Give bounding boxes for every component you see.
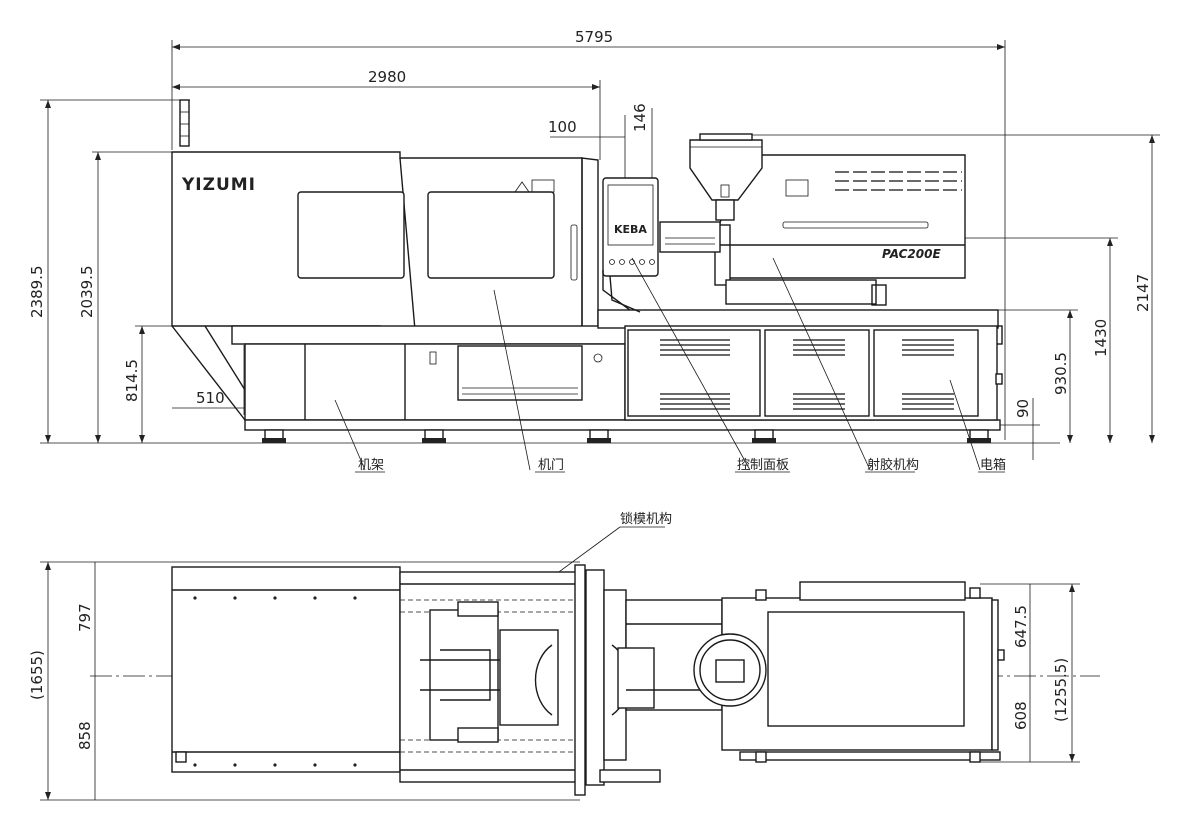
dim-front-offset: 510 [196,389,225,407]
label-frame: 机架 [358,458,384,473]
control-panel: KEBA [602,177,659,313]
dimension-front-offset: 510 [172,345,245,415]
side-view: 5795 2980 100 146 2389.5 [28,28,1160,473]
dim-door-height: 2039.5 [78,266,96,319]
injection-unit: PAC200E [659,133,966,306]
top-clamp-guard [171,566,401,773]
dimension-100: 100 [548,115,626,180]
dim-top-width: (1655) [28,650,46,700]
yizumi-logo: YIZUMI [181,175,256,195]
dim-base-height: 814.5 [123,359,141,402]
hopper [689,139,763,201]
injection-vents [835,171,962,191]
dim-top-upper: 797 [76,603,94,632]
clamp-guard: YIZUMI [171,151,599,331]
vent-grilles [660,339,954,410]
dimension-overall-length: 5795 [171,28,1006,440]
dim-foot-height: 90 [1014,399,1032,418]
top-clamp-mechanism [399,564,661,796]
dim-clamp-length: 2980 [368,68,406,86]
top-view: 锁模机构 (1655) 797 858 647.5 608 (1255.5) [28,511,1100,801]
dim-right-upper: 647.5 [1012,605,1030,648]
dimension-door-height: 2039.5 [78,151,175,443]
keba-brand: KEBA [614,223,647,236]
dim-nozzle-height: 930.5 [1052,352,1070,395]
leveling-feet [262,429,991,443]
label-door: 机门 [538,458,564,473]
dim-hopper-height: 2147 [1134,274,1152,312]
dim-top-lower: 858 [76,721,94,750]
dim-barrel-height: 1430 [1092,319,1110,357]
top-injection-unit [617,581,1005,763]
model-label: PAC200E [882,247,941,261]
signal-tower [179,99,190,147]
dimension-clamp-length: 2980 [172,68,601,160]
dim-offset-146: 146 [631,103,649,132]
top-right-dimensions: 647.5 608 (1255.5) [980,583,1080,763]
label-electric-box: 电箱 [980,457,1006,473]
label-control-panel: 控制面板 [737,458,789,473]
dim-right-lower: 608 [1012,701,1030,730]
label-clamp-unit: 锁模机构 [620,511,672,527]
dim-offset-100: 100 [548,118,577,136]
dimension-total-height: 2389.5 [28,99,190,443]
electric-box [624,325,1003,421]
dimension-hopper-height: 2147 [740,134,1160,443]
dim-right-total: (1255.5) [1052,658,1070,722]
dimension-base-height: 814.5 [123,325,240,443]
leader-lines [334,257,1005,473]
label-injection-unit: 射胶机构 [867,457,919,473]
dimension-146: 146 [631,103,653,185]
machine-frame [171,309,1003,431]
dimension-nozzle-height: 930.5 [995,309,1078,443]
dim-overall-length: 5795 [575,28,613,46]
dim-total-height: 2389.5 [28,266,46,319]
